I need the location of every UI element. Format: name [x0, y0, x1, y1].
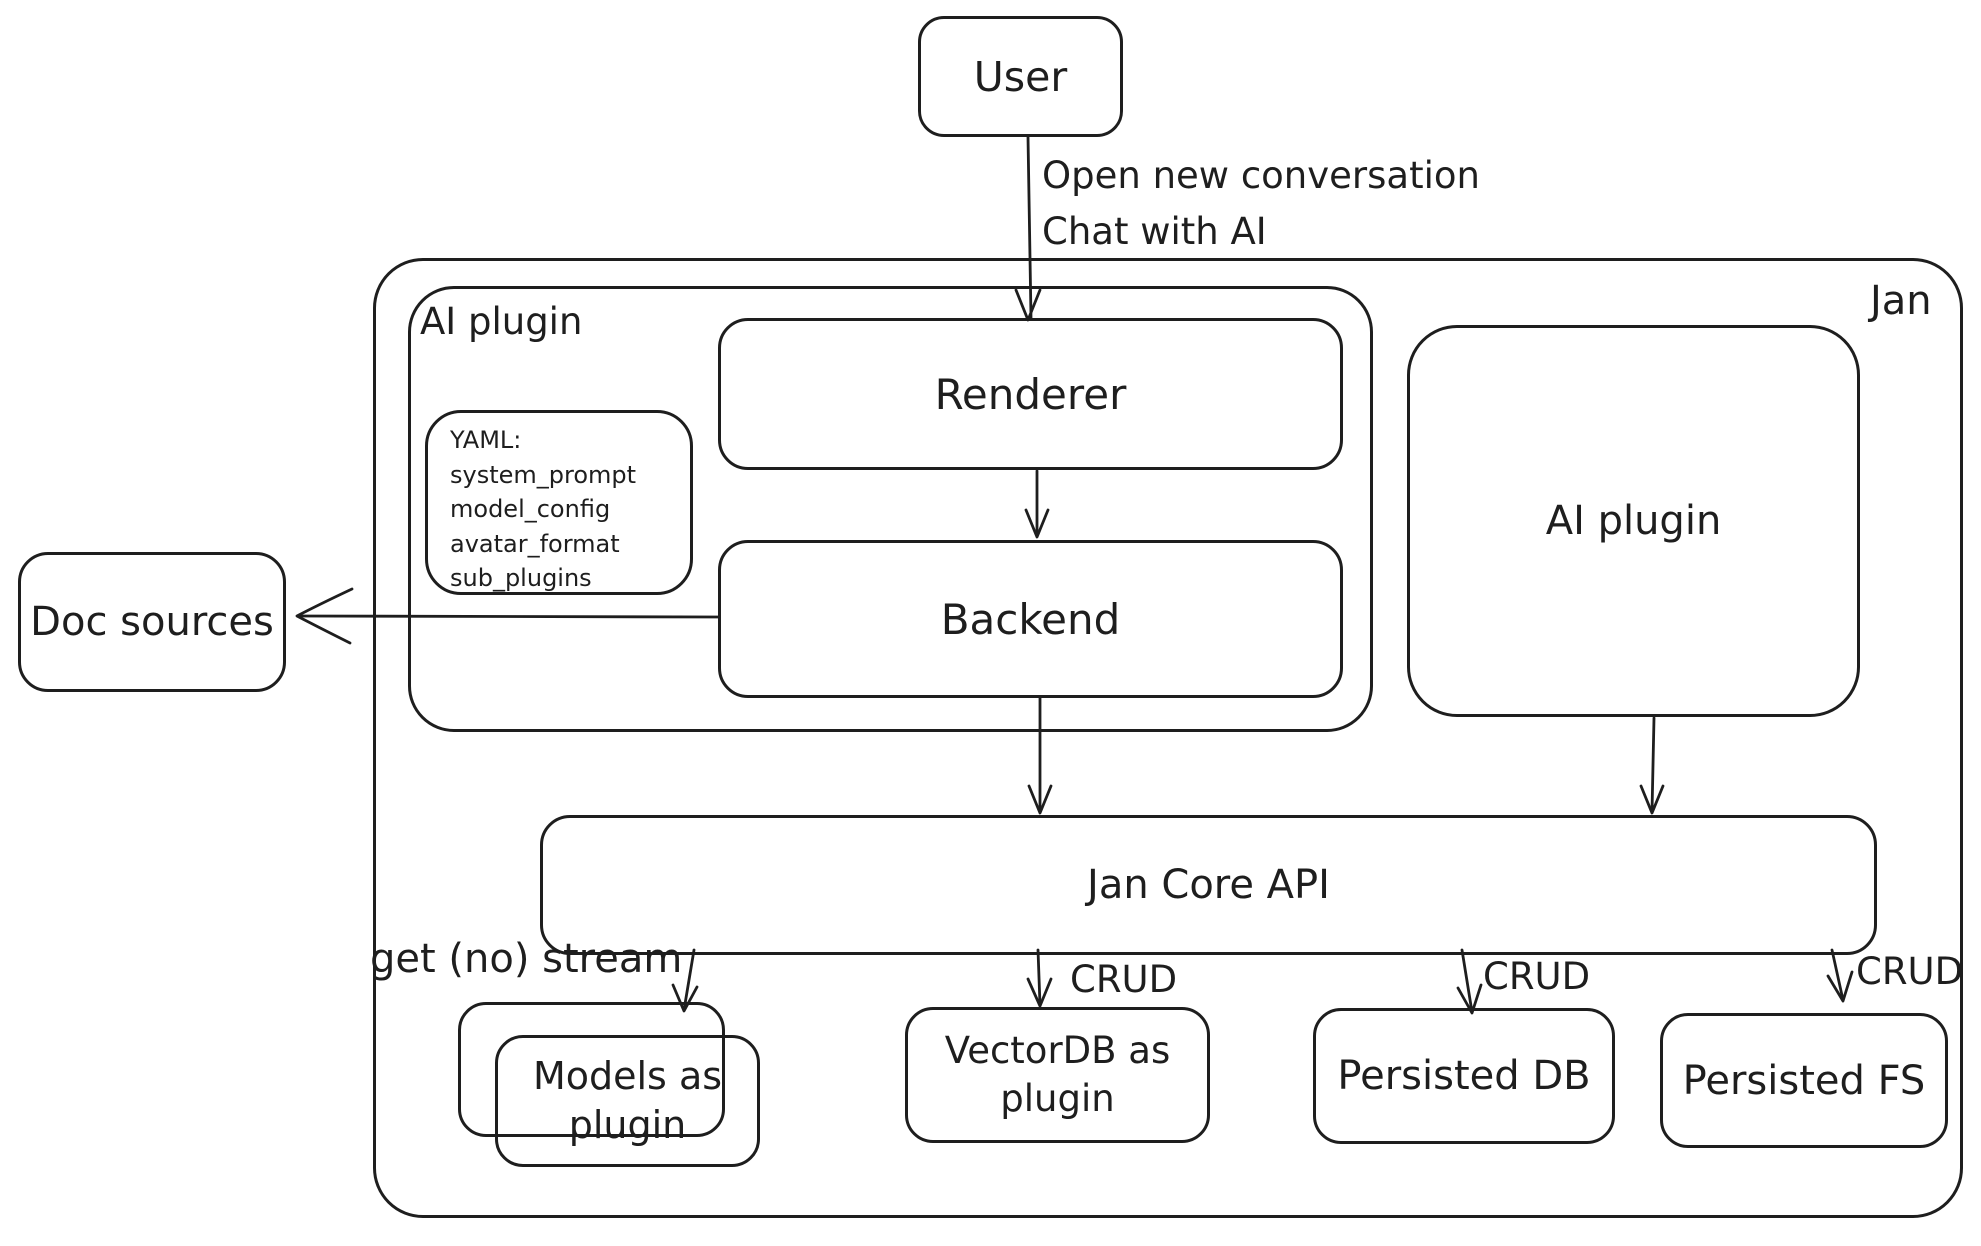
yaml-note-node: YAML: system_prompt model_config avatar_… — [425, 410, 693, 595]
backend-node: Backend — [718, 540, 1343, 698]
crud-edge-label-vectordb: CRUD — [1070, 958, 1178, 1001]
ai-plugin-left-container-box — [408, 286, 1373, 732]
user-node-label: User — [973, 52, 1068, 101]
jan-core-api-label: Jan Core API — [1087, 862, 1330, 908]
vectordb-as-plugin-label: VectorDB as plugin — [944, 1028, 1171, 1120]
user-edge-label-line2: Chat with AI — [1042, 209, 1267, 253]
yaml-note-line: model_config — [450, 495, 611, 524]
get-no-stream-edge-label: get (no) stream — [370, 936, 683, 982]
renderer-node: Renderer — [718, 318, 1343, 470]
ai-plugin-right-label: AI plugin — [1545, 498, 1722, 544]
models-as-plugin-node: Models as plugin — [495, 1035, 760, 1167]
user-node: User — [918, 16, 1123, 137]
yaml-note-line: avatar_format — [450, 529, 620, 558]
ai-plugin-right-node: AI plugin — [1407, 325, 1860, 717]
backend-node-label: Backend — [940, 594, 1121, 644]
jan-core-api-node: Jan Core API — [540, 815, 1877, 955]
user-edge-label-line1: Open new conversation — [1042, 154, 1480, 197]
models-as-plugin-back-box — [458, 1002, 725, 1137]
yaml-note-line: system_prompt — [450, 460, 637, 489]
jan-container-box — [373, 258, 1963, 1218]
persisted-db-label: Persisted DB — [1337, 1053, 1591, 1099]
models-as-plugin-label: Models as plugin — [532, 1054, 723, 1148]
user-edge-label: Open new conversation Chat with AI — [1042, 148, 1480, 259]
jan-container-label: Jan — [1870, 278, 1932, 324]
doc-sources-node-label: Doc sources — [30, 599, 274, 645]
vectordb-as-plugin-node: VectorDB as plugin — [905, 1007, 1210, 1143]
crud-edge-label-persisted-fs: CRUD — [1856, 950, 1964, 993]
ai-plugin-left-label: AI plugin — [420, 300, 583, 343]
persisted-fs-node: Persisted FS — [1660, 1013, 1948, 1148]
persisted-fs-label: Persisted FS — [1682, 1057, 1926, 1104]
persisted-db-node: Persisted DB — [1313, 1008, 1615, 1144]
yaml-note-line: sub_plugins — [450, 564, 592, 593]
crud-edge-label-persisted-db: CRUD — [1483, 955, 1591, 998]
yaml-note-text: YAML: system_prompt model_config avatar_… — [450, 423, 636, 596]
renderer-node-label: Renderer — [934, 369, 1127, 419]
yaml-note-line: YAML: — [450, 426, 522, 454]
doc-sources-node: Doc sources — [18, 552, 286, 692]
